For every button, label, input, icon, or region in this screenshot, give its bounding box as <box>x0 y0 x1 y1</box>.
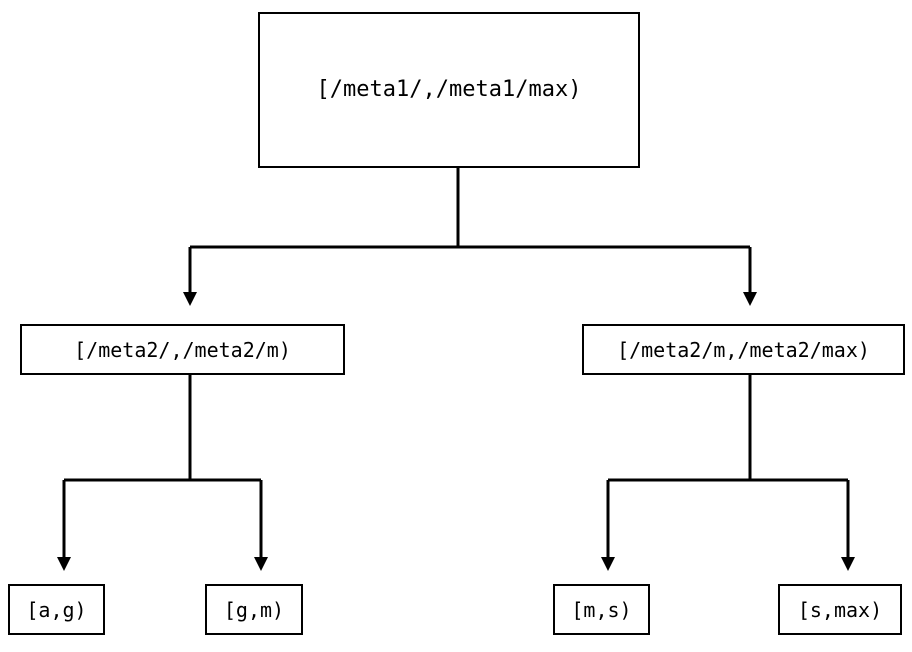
arrowhead-icon-mid-left <box>183 292 197 306</box>
node-leaf-1[interactable]: [g,m) <box>205 584 303 635</box>
node-mid-right-label: [/meta2/m,/meta2/max) <box>617 337 870 362</box>
node-leaf-1-label: [g,m) <box>223 597 285 622</box>
node-leaf-3[interactable]: [s,max) <box>778 584 902 635</box>
node-root-label: [/meta1/,/meta1/max) <box>316 77 582 102</box>
node-root[interactable]: [/meta1/,/meta1/max) <box>258 12 640 168</box>
node-leaf-0[interactable]: [a,g) <box>8 584 105 635</box>
arrowhead-icon-mid-right <box>743 292 757 306</box>
node-mid-right[interactable]: [/meta2/m,/meta2/max) <box>582 324 905 375</box>
arrowhead-icon-leaf-2 <box>601 557 615 571</box>
node-leaf-2-label: [m,s) <box>571 597 632 622</box>
node-mid-left[interactable]: [/meta2/,/meta2/m) <box>20 324 345 375</box>
arrowhead-icon-leaf-3 <box>841 557 855 571</box>
node-leaf-3-label: [s,max) <box>797 597 883 622</box>
arrowhead-icon-leaf-0 <box>57 557 71 571</box>
arrowhead-icon-leaf-1 <box>254 557 268 571</box>
node-leaf-2[interactable]: [m,s) <box>553 584 650 635</box>
node-leaf-0-label: [a,g) <box>26 597 87 622</box>
node-mid-left-label: [/meta2/,/meta2/m) <box>74 337 291 362</box>
